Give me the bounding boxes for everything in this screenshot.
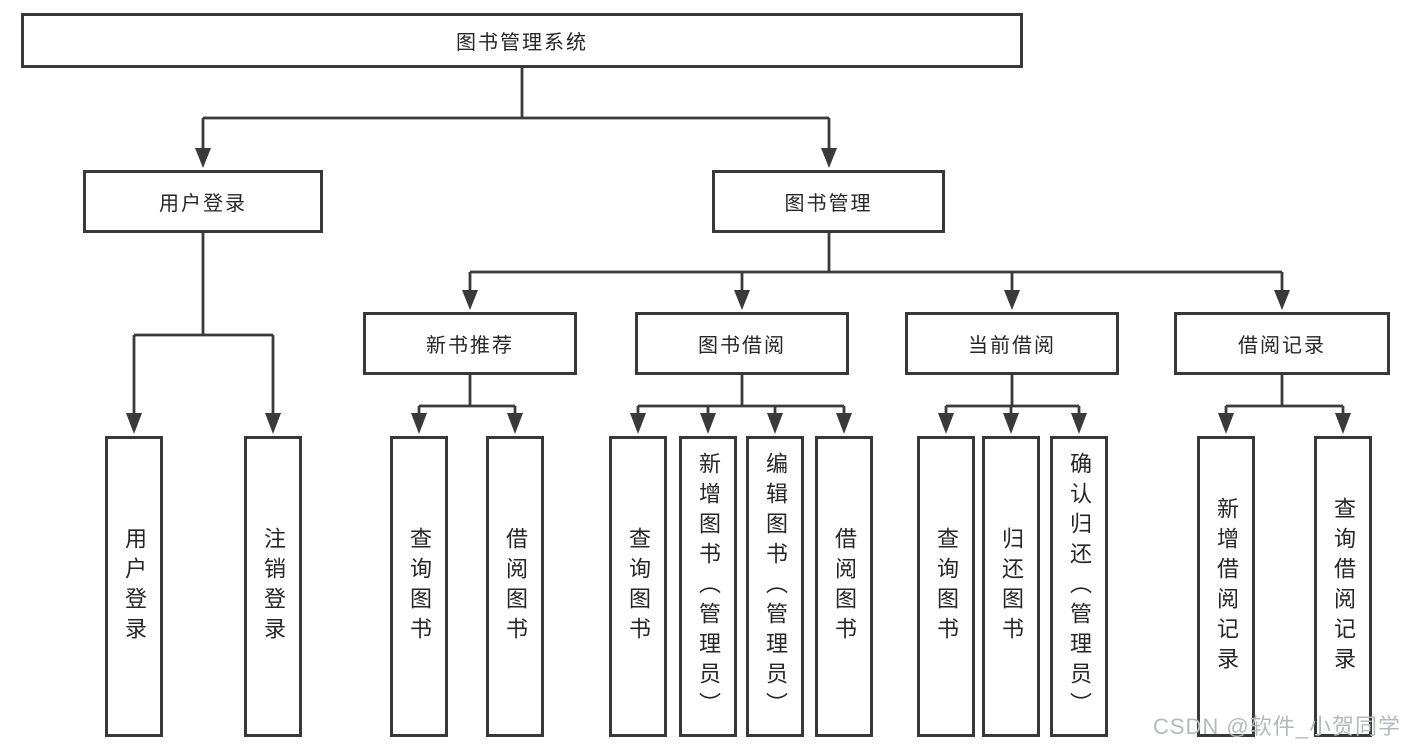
leaf-edit-books-admin: 编辑图书（管理员）: [746, 436, 804, 737]
leaf-confirm-return-admin: 确认归还（管理员）: [1050, 436, 1108, 737]
leaf-label: 注销登录: [261, 526, 286, 647]
leaf-add-books-admin: 新增图书（管理员）: [679, 436, 737, 737]
leaf-label: 查询图书: [934, 526, 959, 647]
node-book-management: 图书管理: [712, 170, 945, 233]
leaf-user-login: 用户登录: [105, 436, 163, 737]
node-label: 当前借阅: [968, 335, 1056, 357]
node-label: 用户登录: [159, 193, 247, 215]
leaf-label: 借阅图书: [503, 526, 528, 647]
node-label: 图书管理系统: [456, 32, 588, 54]
node-borrow-records: 借阅记录: [1174, 312, 1390, 375]
connector-user-login-to-leaves: [126, 233, 281, 434]
node-library-management-system: 图书管理系统: [21, 13, 1023, 68]
leaf-label: 确认归还（管理员）: [1067, 451, 1092, 722]
node-new-book-recommend: 新书推荐: [363, 312, 577, 375]
connector-root-to-level2: [195, 68, 837, 168]
leaf-label: 查询图书: [626, 526, 651, 647]
connector-book-management-to-modules: [462, 233, 1290, 310]
connector-borrow-records-to-leaves: [1218, 375, 1351, 434]
leaf-label: 查询借阅记录: [1331, 496, 1356, 677]
leaf-query-borrow-record: 查询借阅记录: [1314, 436, 1372, 737]
leaf-label: 借阅图书: [832, 526, 857, 647]
leaf-borrow-books: 借阅图书: [815, 436, 873, 737]
node-label: 图书管理: [784, 193, 873, 215]
node-label: 图书借阅: [698, 335, 786, 357]
leaf-label: 新增借阅记录: [1214, 496, 1239, 677]
leaf-borrow-books-recommend: 借阅图书: [486, 436, 544, 737]
node-current-borrow: 当前借阅: [905, 312, 1119, 375]
csdn-watermark: CSDN @软件_小贺同学: [1152, 714, 1401, 739]
leaf-return-books: 归还图书: [982, 436, 1040, 737]
leaf-add-borrow-record: 新增借阅记录: [1197, 436, 1255, 737]
connector-new-book-recommend-to-leaves: [411, 375, 523, 434]
leaf-query-books-borrow: 查询图书: [609, 436, 667, 737]
leaf-query-books-recommend: 查询图书: [390, 436, 448, 737]
connector-book-borrow-to-leaves: [630, 375, 852, 434]
node-label: 新书推荐: [426, 335, 514, 357]
leaf-label: 查询图书: [407, 526, 432, 647]
leaf-label: 归还图书: [999, 526, 1024, 647]
node-book-borrow: 图书借阅: [635, 312, 849, 375]
node-user-login: 用户登录: [83, 170, 323, 233]
leaf-query-books-current: 查询图书: [917, 436, 975, 737]
leaf-label: 新增图书（管理员）: [696, 451, 721, 722]
leaf-label: 编辑图书（管理员）: [763, 451, 788, 722]
node-label: 借阅记录: [1238, 335, 1326, 357]
leaf-logout: 注销登录: [244, 436, 302, 737]
connector-current-borrow-to-leaves: [938, 375, 1087, 434]
leaf-label: 用户登录: [122, 526, 147, 647]
